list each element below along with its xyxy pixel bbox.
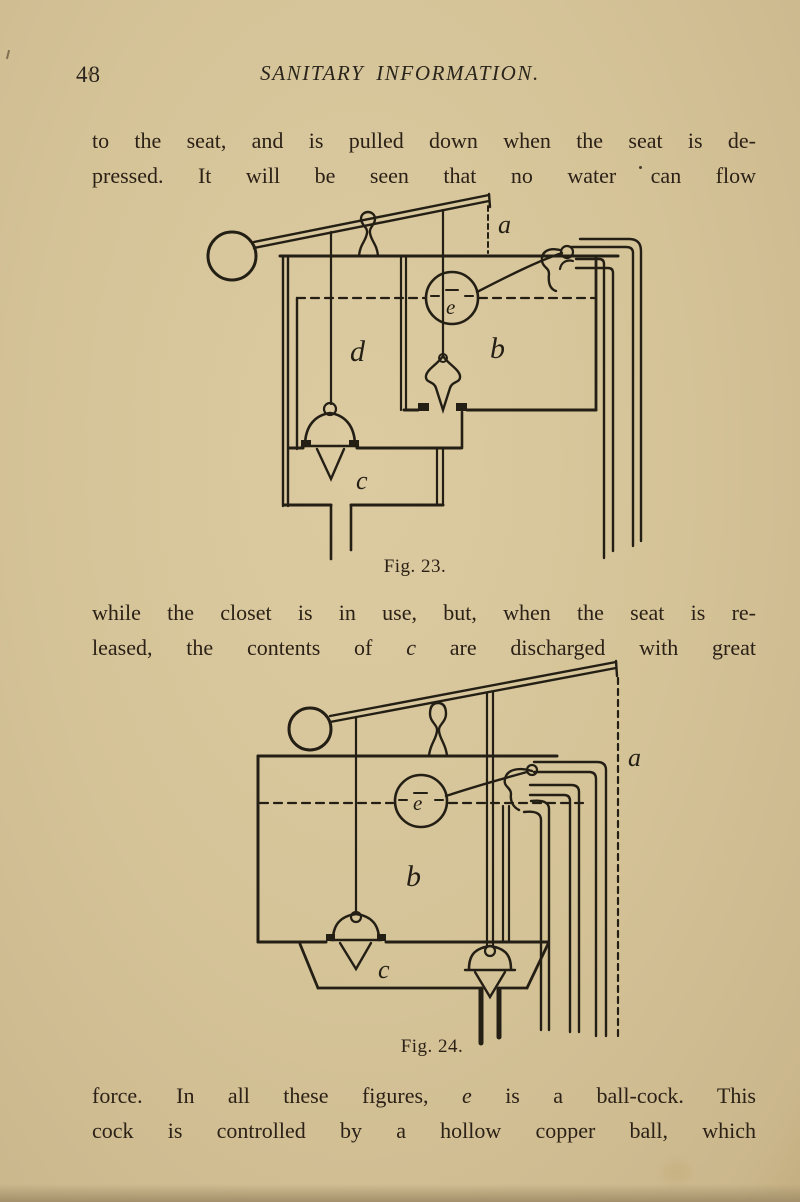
fig24-lever-arm [328,659,619,724]
fig23-bell-valve [300,230,360,482]
body-line: cock is controlled by a hollow copper ba… [92,1118,756,1143]
fig23-label-d: d [350,335,366,368]
fig23-ball-float [206,230,258,282]
scan-speck [639,166,642,169]
page-edge-shadow [0,1184,800,1202]
fig24-fulcrum [427,701,449,758]
body-text: are discharged with great [415,635,756,660]
fig24-outlet-pipe [478,986,502,1046]
fig24-caption: Fig. 24. [400,1036,464,1057]
fig24-tank [256,754,559,944]
fig24-ball-float [287,706,333,752]
running-title: SANITARY INFORMATION. [260,61,540,85]
fig23-ballcock-float [424,251,564,326]
fig24-label-b: b [406,860,421,893]
var-c: c [406,635,416,660]
fig23-fulcrum [357,210,380,258]
body-text: is a ball-cock. This [471,1083,756,1108]
var-e: e [461,1083,472,1108]
body-line: leased, the contents of c are discharged… [92,630,756,665]
fig23-label-b: b [490,332,505,365]
body-line: pressed. It will be seen that no water c… [92,163,756,188]
fig24-right-bell-valve [463,690,517,1000]
fig23-label-e: e [446,295,455,319]
fig24-label-c: c [378,955,390,984]
paper-stain [662,1160,692,1184]
fig23-pipes [569,237,643,560]
fig23-cock-spout [540,244,575,293]
fig24-pipes [522,760,608,1038]
body-line: force. In all these figures, e is a ball… [92,1078,756,1113]
fig24-label-a: a [628,743,641,772]
body-line: to the seat, and is pulled down when the… [92,128,756,153]
fig24-cock-spout [503,763,539,812]
fig23-caption: Fig. 23. [383,556,447,577]
fig23-lever-arm [252,192,492,250]
fig24-drawing: a b c e [256,659,641,1046]
fig23-wing-valve [418,208,467,414]
fig24-label-e: e [413,791,422,815]
scan-speck [88,71,92,76]
fig23-label-c: c [356,466,368,495]
fig24-left-bell-valve [326,715,386,972]
body-text: force. In all these figures, [92,1083,462,1108]
body-line: while the closet is in use, but, when th… [92,600,756,625]
fig23-label-a: a [498,210,511,239]
fig23-drawing: a b c d e [206,192,643,561]
body-text: leased, the contents of [92,635,407,660]
fig24-trough [298,942,550,990]
